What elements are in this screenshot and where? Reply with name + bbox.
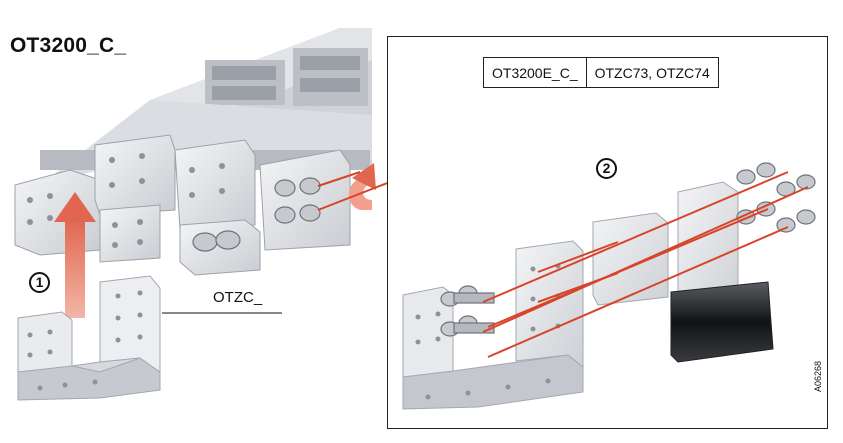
otzc-bracket (17, 275, 161, 401)
detail-frame (387, 36, 828, 429)
large-bracket (402, 240, 584, 410)
part-label: OTZC_ (213, 289, 263, 306)
terminal-bolts (192, 177, 321, 252)
up-arrow (54, 192, 96, 318)
assembly-rods (482, 171, 809, 358)
bolts-right (736, 162, 816, 233)
drawing-code: A06268 (813, 360, 823, 392)
exploded-view-illustration (402, 162, 816, 410)
bolts-left (440, 285, 495, 337)
terminal-holes (27, 153, 225, 248)
middle-plate (592, 212, 669, 306)
table-row: OT3200E_C_ OTZC73, OTZC74 (483, 57, 719, 88)
parts-cell: OTZC73, OTZC74 (585, 57, 719, 88)
callout-step-1: 1 (29, 272, 50, 293)
bracket-holes (27, 290, 143, 391)
switch-terminal-plate (670, 181, 774, 363)
callout-step-2: 2 (596, 158, 617, 179)
model-cell: OT3200E_C_ (483, 57, 587, 88)
page-title: OT3200_C_ (10, 34, 127, 57)
model-parts-table: OT3200E_C_ OTZC73, OTZC74 (483, 57, 719, 88)
rotation-arrow (317, 163, 391, 211)
